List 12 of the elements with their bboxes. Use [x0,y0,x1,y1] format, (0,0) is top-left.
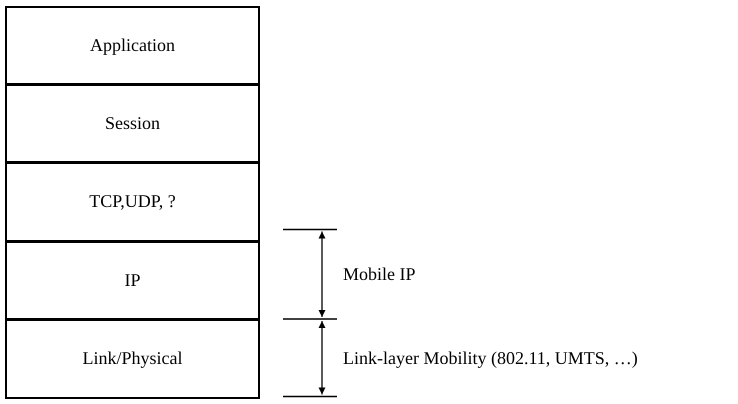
range-label: Mobile IP [343,263,416,286]
layer-box [5,84,260,163]
layer-name: Link/Physical [82,348,182,370]
layer-box [5,319,260,398]
layer-box [5,162,260,242]
layer-name: Application [90,34,175,56]
layer-name: TCP,UDP, ? [89,191,176,212]
layer-box [5,240,260,320]
layer-name: IP [124,270,140,291]
range-label: Link-layer Mobility (802.11, UMTS, …) [343,346,638,369]
layer-name: Session [104,112,160,134]
layer-box [5,6,260,84]
